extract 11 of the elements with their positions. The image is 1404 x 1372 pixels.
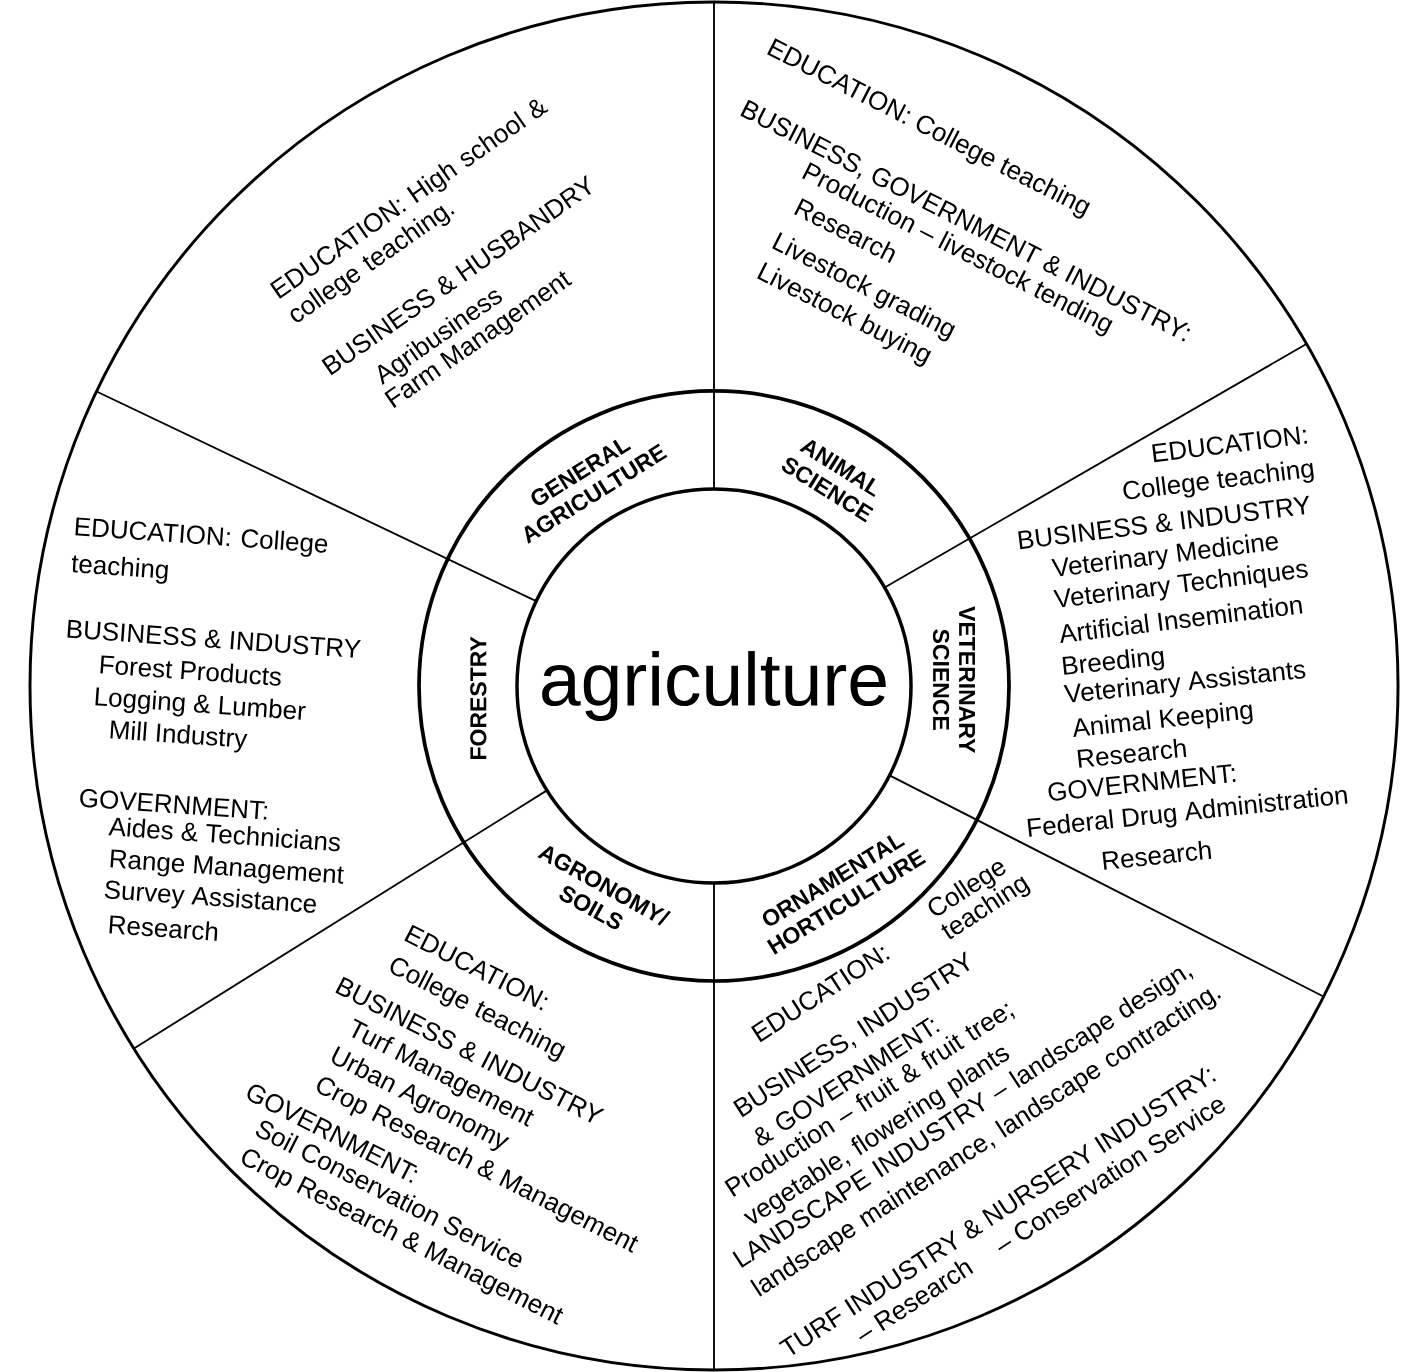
career-text: Logging & Lumber [95, 687, 306, 720]
ring-label: VETERINARY SCIENCE [932, 606, 975, 754]
career-text: Mill Industry [110, 720, 248, 753]
career-text: EDUCATION: College teaching [71, 517, 328, 584]
career-text: Research [109, 915, 218, 941]
career-text: Research [1102, 840, 1212, 870]
career-text: Forest Products [100, 655, 281, 686]
career-text: Breeding [1062, 648, 1165, 675]
ring-label: FORESTRY [470, 636, 487, 759]
career-text: Animal Keeping [1073, 702, 1253, 738]
career-text: EDUCATION: [1152, 426, 1308, 463]
